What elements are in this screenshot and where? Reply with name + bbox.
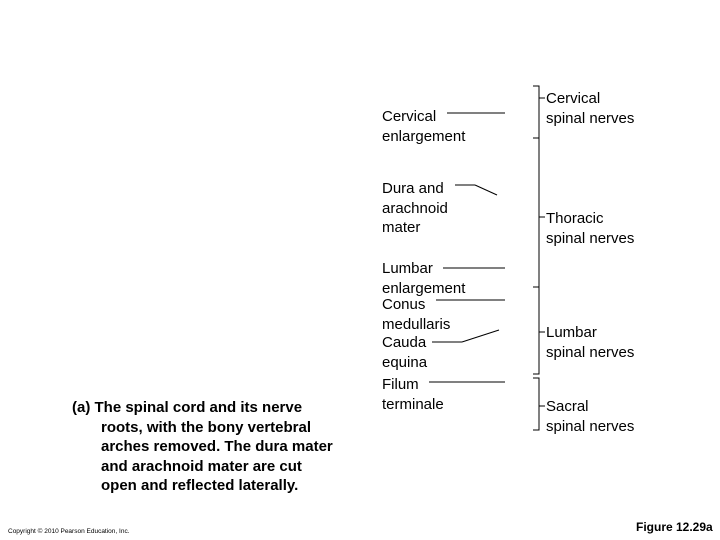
leader-dura-arachnoid-angle xyxy=(474,184,498,196)
label-filum-terminale: Filum terminale xyxy=(382,376,444,413)
bracket-cervical-thoracic xyxy=(533,85,540,288)
label-conus-medullaris: Conus medullaris xyxy=(382,296,451,333)
leader-cauda-equina-angle xyxy=(461,329,500,343)
label-lumbar-enlargement: Lumbar enlargement xyxy=(382,260,466,297)
label-thoracic-spinal-nerves: Thoracic spinal nerves xyxy=(546,210,635,247)
bracket-sacral xyxy=(533,377,540,431)
figure-caption: (a) The spinal cord and its nerve roots,… xyxy=(72,399,333,494)
label-cervical-spinal-nerves: Cervical spinal nerves xyxy=(546,90,635,127)
label-lumbar-spinal-nerves: Lumbar spinal nerves xyxy=(546,324,635,361)
bracket-lumbar xyxy=(533,286,540,375)
label-cauda-equina: Cauda equina xyxy=(382,334,428,371)
label-dura-arachnoid-mater: Dura and arachnoid mater xyxy=(382,180,448,236)
copyright-notice: Copyright © 2010 Pearson Education, Inc. xyxy=(8,528,130,535)
label-cervical-enlargement: Cervical enlargement xyxy=(382,108,466,145)
label-sacral-spinal-nerves: Sacral spinal nerves xyxy=(546,398,635,435)
figure-number: Figure 12.29a xyxy=(636,520,713,534)
